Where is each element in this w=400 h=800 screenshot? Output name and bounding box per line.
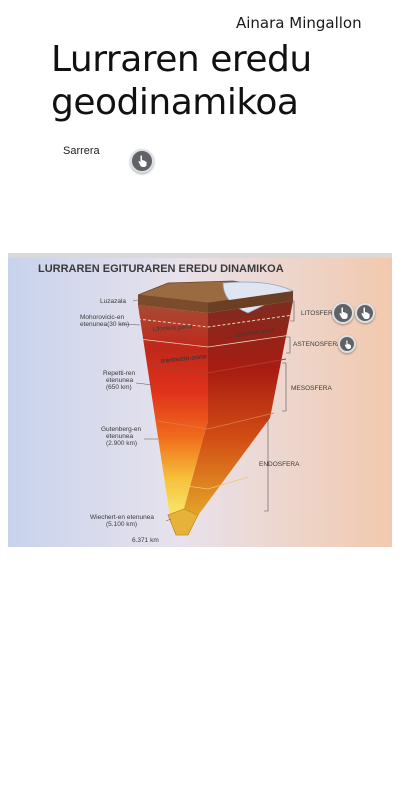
label-wiechert-2: (5.100 km) (106, 521, 137, 528)
label-litosfera-azpia: Litosfera azpia (235, 328, 275, 339)
label-repetti-2: etenunea (106, 377, 133, 384)
hand-pointer-icon (339, 307, 348, 319)
earth-structure-diagram: LURRAREN EGITURAREN EREDU DINAMIKOA Luza… (8, 253, 392, 547)
mantle-wedge-right (180, 301, 293, 529)
label-gutenberg-1: Gutenberg-en (101, 426, 141, 433)
hotspot-button-litosfera-2[interactable] (355, 303, 375, 323)
label-wiechert-1: Wiechert-en etenunea (90, 514, 154, 521)
label-radius: 6.371 km (132, 537, 159, 544)
label-litosfera: LITOSFERA (301, 310, 338, 317)
author-name: Ainara Mingallon (236, 14, 362, 32)
section-label: Sarrera (63, 145, 100, 157)
label-repetti-1: Repetti-ren (103, 370, 136, 377)
hotspot-button-astenosfera[interactable] (338, 335, 356, 353)
hand-pointer-icon (344, 339, 351, 349)
page-title: Lurraren eredu geodinamikoa (51, 39, 312, 123)
label-astenosfera: ASTENOSFERA (293, 341, 342, 348)
label-trantsizio-zona: trantsizio-zona (160, 353, 207, 365)
label-gutenberg-3: (2.900 km) (106, 440, 137, 447)
hotspot-button-litosfera-1[interactable] (332, 302, 354, 324)
label-mesosfera: MESOSFERA (291, 385, 332, 392)
diagram-heading: LURRAREN EGITURAREN EREDU DINAMIKOA (38, 263, 284, 275)
label-repetti-3: (650 km) (106, 384, 132, 391)
label-mohorovicic-1: Mohorovicic-en (80, 314, 124, 321)
label-luzazala: Luzazala (100, 298, 126, 305)
hand-pointer-icon (361, 307, 370, 319)
label-gutenberg-2: etenunea (106, 433, 133, 440)
mantle-wedge-left (138, 305, 208, 523)
hand-pointer-icon (138, 155, 147, 167)
label-endosfera: ENDOSFERA (259, 461, 300, 468)
label-mohorovicic-2: etenunea(30 km) (80, 321, 129, 328)
label-litosfera-gaina: Litosfera gaina (153, 324, 193, 333)
hotspot-button-intro[interactable] (130, 149, 154, 173)
